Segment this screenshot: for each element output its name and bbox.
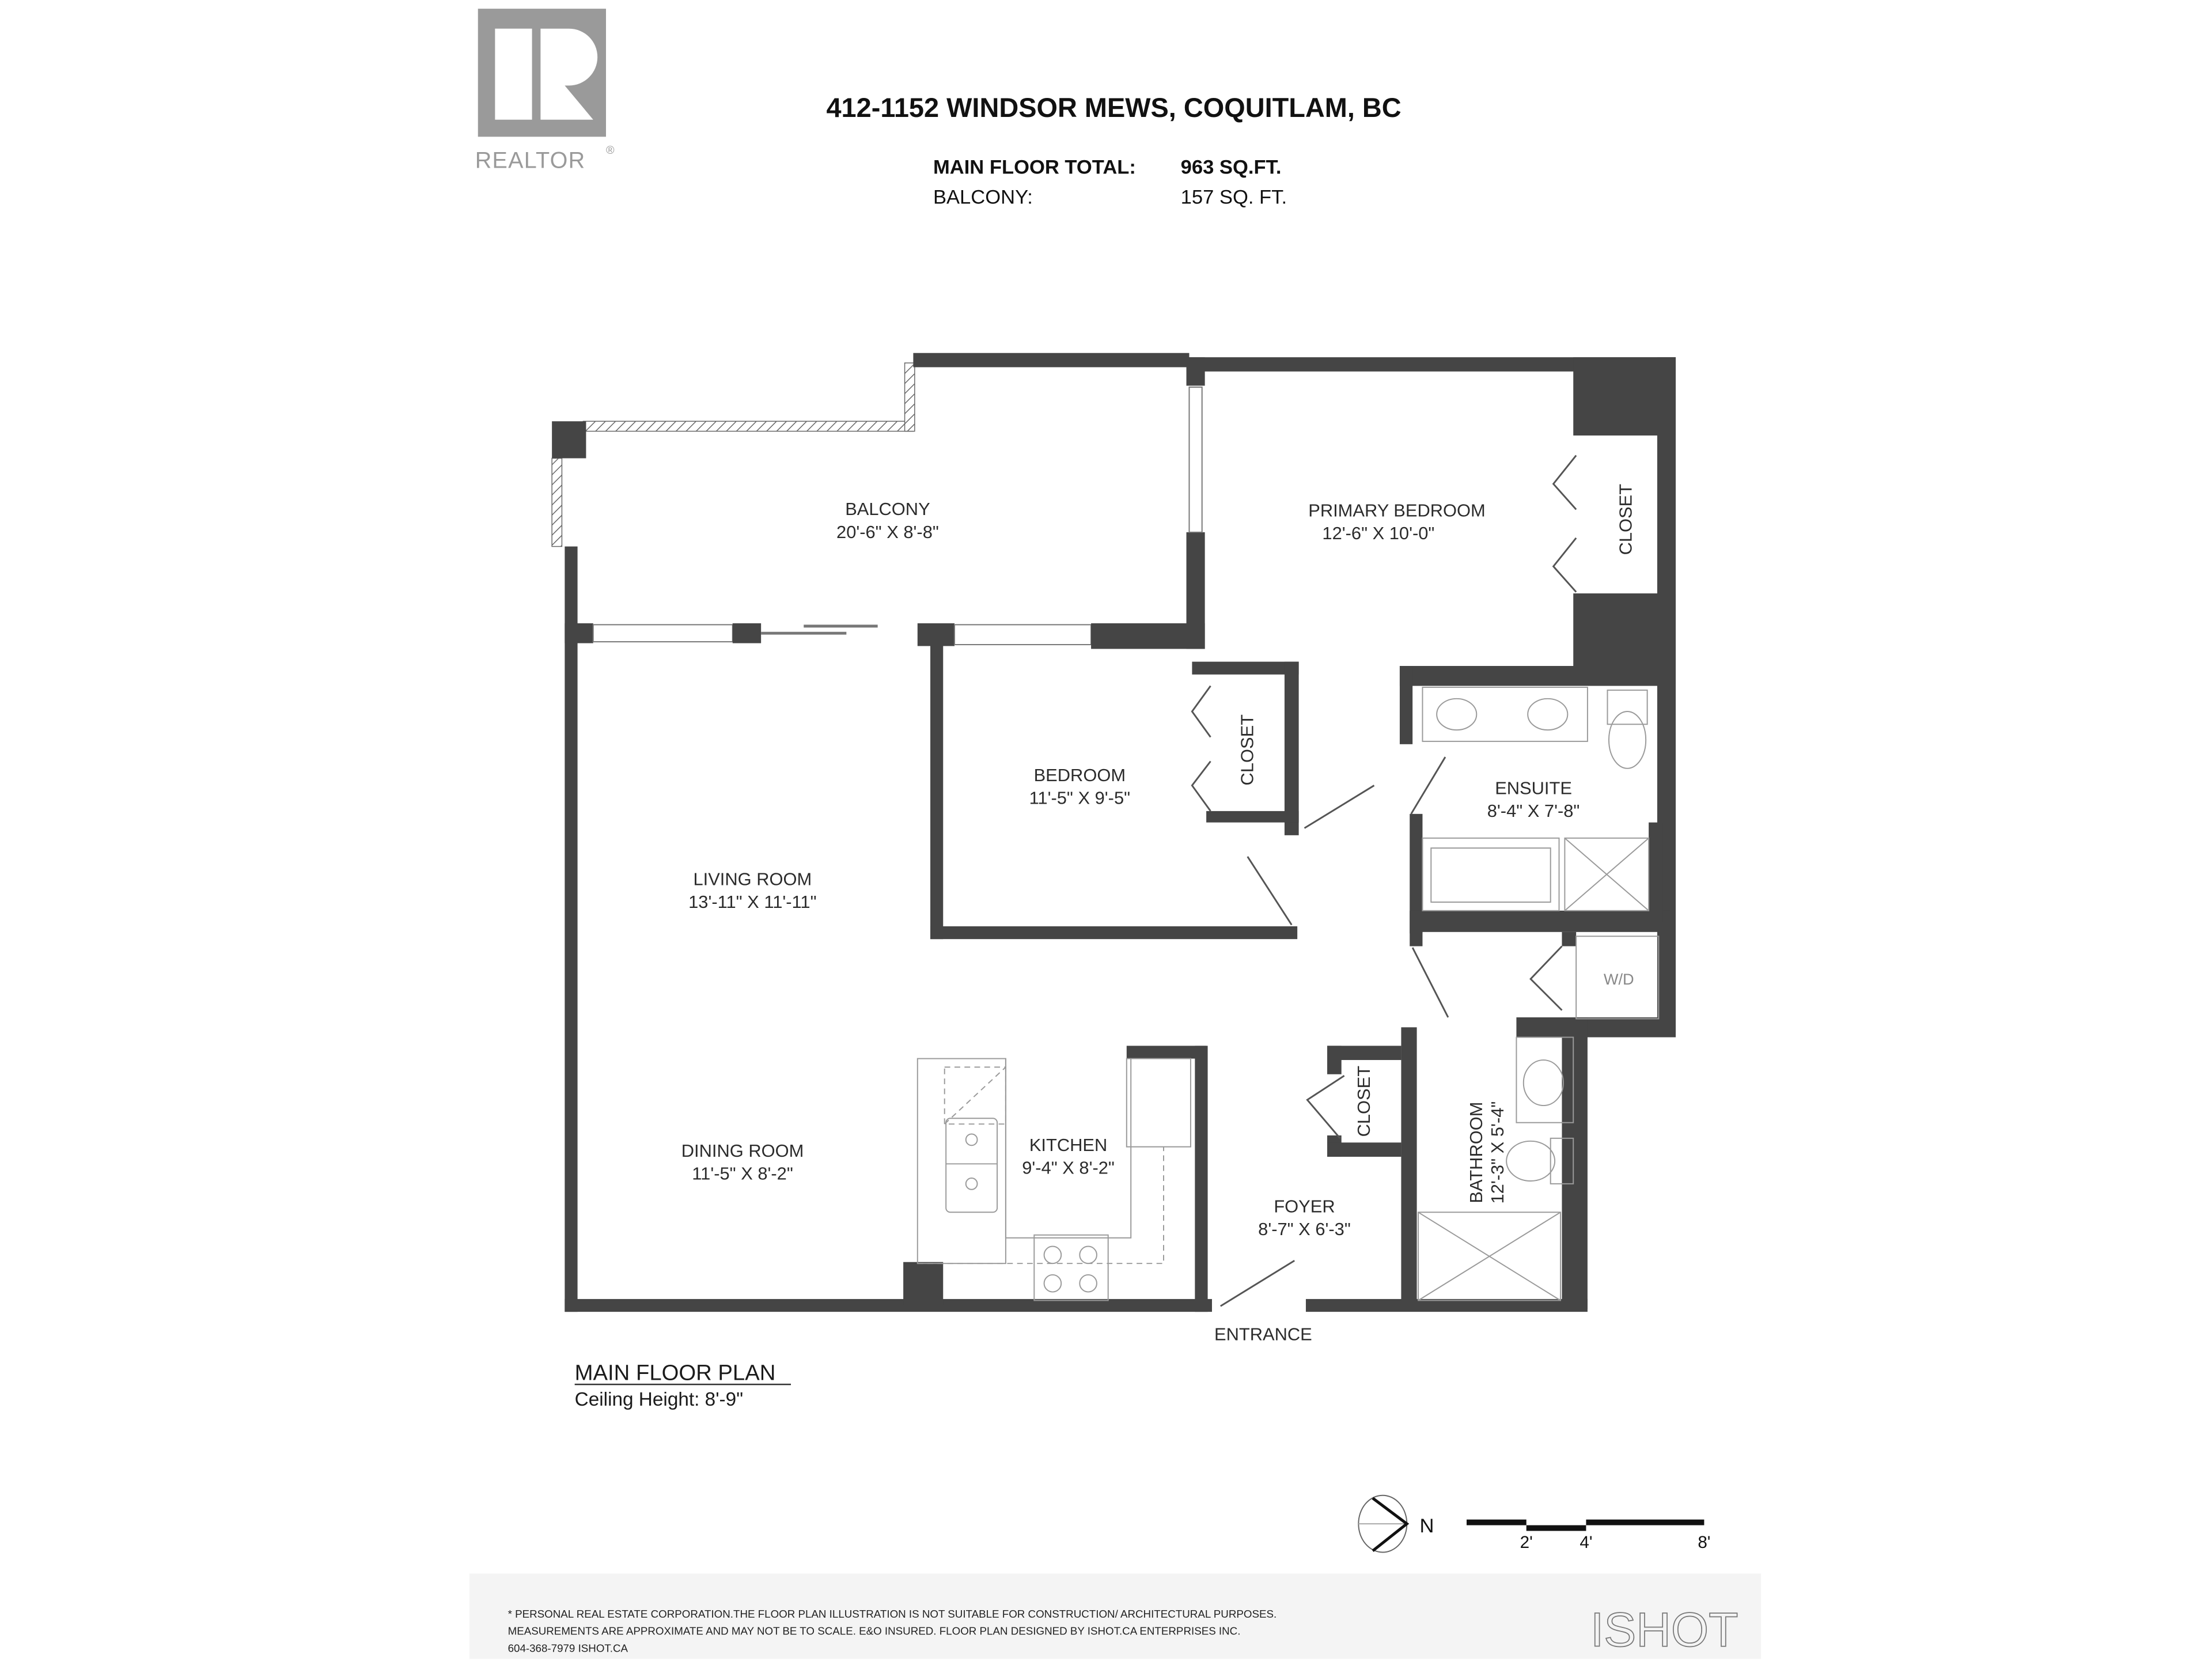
scale-bar: 2' 4' 8' [1467,1519,1710,1552]
svg-text:ENSUITE: ENSUITE [1495,778,1572,798]
svg-text:20'-6" X 8'-8": 20'-6" X 8'-8" [836,522,939,542]
door-ensuite-icon [1410,756,1446,815]
disclaimer-line-3: 604-368-7979 ISHOT.CA [508,1642,628,1654]
toilet-tank-icon [1550,1137,1574,1184]
svg-text:12'-6" X 10'-0": 12'-6" X 10'-0" [1322,523,1434,543]
washer-dryer-icon [1575,936,1660,1020]
room-bedroom: BEDROOM 11'-5" X 9'-5" [1029,765,1131,808]
fixtures: W/D [916,687,1660,1301]
room-kitchen: KITCHEN 9'-4" X 8'-2" [1022,1135,1115,1178]
bathtub-icon [1422,837,1560,911]
svg-text:LIVING ROOM: LIVING ROOM [693,869,812,889]
svg-text:12'-3" X 5'-4": 12'-3" X 5'-4" [1487,1101,1508,1204]
entrance-label: ENTRANCE [1214,1324,1312,1345]
closet-door-icon [1191,760,1211,812]
door-bathroom-icon [1411,947,1449,1018]
sink-icon [1527,698,1569,731]
sink-icon [1436,698,1478,731]
toilet-icon [1506,1140,1556,1182]
closet-door-icon [1552,455,1577,510]
refrigerator-icon [1126,1058,1191,1148]
realtor-logo: REALTOR ® [475,9,615,173]
closet-door-icon [1306,1074,1345,1139]
laundry-door-icon [1529,945,1563,1011]
bedroom-closet-label: CLOSET [1237,714,1257,786]
property-address: 412-1152 WINDSOR MEWS, COQUITLAM, BC [826,93,1401,123]
shower-icon [1564,837,1650,911]
vanity-icon [1516,1036,1574,1123]
svg-text:BALCONY: BALCONY [845,499,930,519]
ishot-logo: ISHOT [1590,1602,1738,1656]
doors [1191,455,1577,1307]
scale-tick-8ft: 8' [1698,1533,1710,1552]
svg-text:11'-5" X 9'-5": 11'-5" X 9'-5" [1029,788,1131,808]
svg-text:11'-5" X 8'-2": 11'-5" X 8'-2" [692,1163,793,1183]
toilet-icon [1608,711,1647,769]
realtor-logo-text: REALTOR [475,148,586,173]
svg-text:FOYER: FOYER [1274,1196,1335,1216]
svg-text:BEDROOM: BEDROOM [1034,765,1126,785]
closet-door-icon [1552,537,1577,593]
closet-door-icon [1191,685,1211,738]
plan-title-block: MAIN FLOOR PLAN Ceiling Height: 8'-9" [574,1361,791,1410]
svg-text:BATHROOM: BATHROOM [1466,1102,1486,1203]
double-vanity-icon [1422,687,1588,742]
door-bedroom-icon [1247,856,1293,926]
footer-panel [469,1573,1762,1659]
svg-text:PRIMARY BEDROOM: PRIMARY BEDROOM [1308,501,1486,521]
main-floor-total-value: 963 SQ.FT. [1181,157,1282,179]
double-sink-icon [945,1118,998,1213]
entrance-door-icon [1220,1259,1295,1307]
walls [551,353,1676,1312]
sink-icon [1522,1059,1564,1107]
foyer-closet-label: CLOSET [1354,1066,1374,1137]
room-balcony: BALCONY 20'-6" X 8'-8" [836,499,939,542]
counter-icon [1005,1058,1132,1239]
disclaimer-line-2: MEASUREMENTS ARE APPROXIMATE AND MAY NOT… [508,1625,1241,1637]
door-primary-bedroom-icon [1304,785,1375,829]
balcony-area-value: 157 SQ. FT. [1181,186,1287,208]
toilet-tank-icon [1607,690,1648,725]
primary-closet-label: CLOSET [1615,484,1635,555]
svg-text:DINING ROOM: DINING ROOM [681,1141,804,1161]
room-bathroom: BATHROOM 12'-3" X 5'-4" [1466,1101,1508,1204]
room-foyer: FOYER 8'-7" X 6'-3" [1258,1196,1351,1239]
room-dining: DINING ROOM 11'-5" X 8'-2" [681,1141,804,1184]
room-primary-bedroom: PRIMARY BEDROOM 12'-6" X 10'-0" [1308,501,1486,544]
footer-disclaimer: * PERSONAL REAL ESTATE CORPORATION.THE F… [469,1573,1762,1659]
main-floor-total-label: MAIN FLOOR TOTAL: [933,157,1136,179]
room-ensuite: ENSUITE 8'-4" X 7'-8" [1487,778,1580,821]
svg-text:9'-4" X 8'-2": 9'-4" X 8'-2" [1022,1158,1115,1178]
scale-tick-2ft: 2' [1520,1533,1533,1552]
balcony-area-label: BALCONY: [933,186,1033,208]
stove-icon [1033,1234,1109,1301]
compass-label: N [1420,1515,1434,1537]
svg-text:KITCHEN: KITCHEN [1029,1135,1107,1155]
washer-dryer-label: W/D [1604,970,1634,988]
svg-text:8'-4" X 7'-8": 8'-4" X 7'-8" [1487,801,1580,821]
north-arrow-icon [1372,1497,1410,1552]
disclaimer-line-1: * PERSONAL REAL ESTATE CORPORATION.THE F… [508,1608,1277,1620]
plan-title: MAIN FLOOR PLAN [575,1361,776,1385]
svg-text:8'-7" X 6'-3": 8'-7" X 6'-3" [1258,1219,1351,1239]
scale-tick-4ft: 4' [1580,1533,1592,1552]
counter-icon [916,1058,1006,1265]
room-living: LIVING ROOM 13'-11" X 11'-11" [688,869,816,912]
ceiling-height: Ceiling Height: 8'-9" [575,1389,743,1410]
north-compass: N [1358,1494,1434,1553]
svg-text:13'-11" X 11'-11": 13'-11" X 11'-11" [688,892,816,912]
registered-mark-icon: ® [606,144,615,157]
shower-icon [1418,1212,1561,1301]
